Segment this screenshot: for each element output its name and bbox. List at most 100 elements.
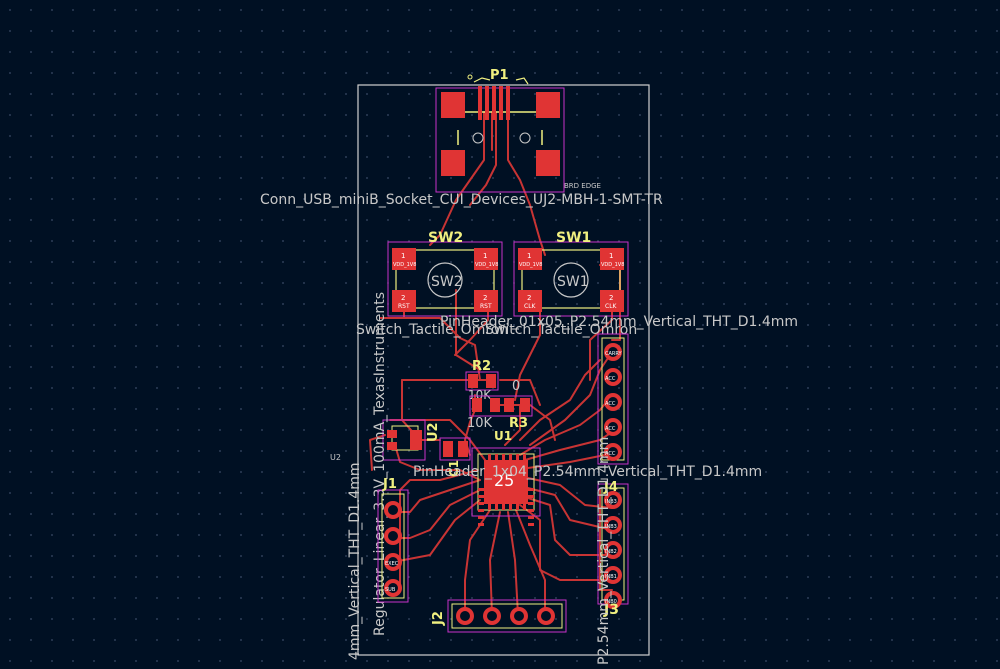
j4-pin-label-4: INB1 bbox=[605, 574, 617, 580]
sw1-pad1-label: VDD_1V8 bbox=[519, 262, 542, 268]
sw1-pad1-num: 1 bbox=[527, 252, 531, 260]
capacitor-c1[interactable]: C1 bbox=[439, 437, 471, 477]
j1-pin-label-3: EXEC bbox=[385, 561, 399, 567]
header-j2[interactable]: J2 bbox=[431, 599, 567, 633]
u1-pin-top-6 bbox=[523, 454, 526, 460]
u1-pin-bottom-1 bbox=[488, 504, 491, 510]
j1-drill-3 bbox=[388, 557, 398, 567]
j3-pin-label-3: ACC bbox=[605, 401, 616, 407]
j2-drill-2 bbox=[487, 611, 497, 621]
sw1-fab: SW1 bbox=[557, 274, 589, 290]
u1-pin-bottom-3 bbox=[502, 504, 505, 510]
j4-ref: J4 bbox=[603, 480, 618, 495]
j3-drill-5 bbox=[608, 447, 618, 457]
u1-pin-right-3 bbox=[528, 502, 534, 505]
sw2-pad3-num: 2 bbox=[401, 294, 405, 302]
board-edge-label: BRD EDGE bbox=[564, 182, 601, 190]
j4-drill-4 bbox=[608, 570, 618, 580]
sw2-pad2-label: VDD_1V8 bbox=[475, 262, 498, 268]
u1-pin-bottom-4 bbox=[509, 504, 512, 510]
u1-pin-left-4 bbox=[478, 509, 484, 512]
u1-fab: 25 bbox=[494, 471, 514, 490]
u1-pin-left-1 bbox=[478, 488, 484, 491]
sw1-pad3-label: CLK bbox=[524, 303, 537, 310]
p1-value: Conn_USB_miniB_Socket_CUI_Devices_UJ2-MB… bbox=[260, 192, 663, 208]
u1-pin-top-5 bbox=[516, 454, 519, 460]
u1-pin-left-3 bbox=[478, 502, 484, 505]
j2-drill-4 bbox=[541, 611, 551, 621]
j1-drill-4 bbox=[388, 583, 398, 593]
j2-ref: J2 bbox=[431, 611, 446, 626]
u1-pin-bottom-6 bbox=[523, 504, 526, 510]
sw1-ref: SW1 bbox=[556, 230, 591, 246]
j3-pin-label-5: ACC bbox=[605, 451, 616, 457]
j4-drill-2 bbox=[608, 520, 618, 530]
j3-drill-1 bbox=[608, 347, 618, 357]
sw2-fab: SW2 bbox=[431, 274, 463, 290]
usb-connector-p1[interactable]: P1 Conn_USB_miniB_Socket_CUI_Devices_UJ2… bbox=[260, 68, 663, 208]
j4-drill-5 bbox=[608, 595, 618, 605]
sw2-pad1-num: 1 bbox=[401, 252, 405, 260]
resistor-r3[interactable]: 10K R3 bbox=[467, 395, 533, 431]
j4-value: PinHeader_1x04_P2.54mm_Vertical_THT_D1.4… bbox=[413, 464, 762, 480]
u1-pin-right-2 bbox=[528, 495, 534, 498]
regulator-u2[interactable]: U2 U2 Regulator_Linear_3.3V_100mA_TexasI… bbox=[330, 292, 441, 636]
u1-pin-top-3 bbox=[502, 454, 505, 460]
u1-pin-top-2 bbox=[495, 454, 498, 460]
u1-pin-left-2 bbox=[478, 495, 484, 498]
c1-ref: C1 bbox=[447, 460, 461, 477]
j4-pin-label-2: INB3 bbox=[605, 524, 617, 530]
j1-ref: J1 bbox=[382, 477, 397, 492]
switch-sw2[interactable]: 1 VDD_1V8 1 VDD_1V8 2 RST 2 RST SW2 SW2 … bbox=[356, 230, 508, 338]
j1-drill-2 bbox=[388, 531, 398, 541]
u1-pin-top-1 bbox=[488, 454, 491, 460]
u1-pin-left-6 bbox=[478, 523, 484, 526]
j3-drill-4 bbox=[608, 422, 618, 432]
sw2-pad2-num: 1 bbox=[483, 252, 487, 260]
sw2-ref: SW2 bbox=[428, 230, 463, 246]
u1-ref: U1 bbox=[494, 429, 512, 443]
sw1-pad3-num: 2 bbox=[527, 294, 531, 302]
header05-value: PinHeader_01x05_P2.54mm_Vertical_THT_D1.… bbox=[440, 314, 798, 330]
j4-pin-label-5: INB0 bbox=[605, 599, 617, 605]
board-edge bbox=[357, 84, 650, 656]
r3-value: 10K bbox=[467, 416, 493, 431]
sw1-pad2-label: VDD_1V8 bbox=[601, 262, 624, 268]
u1-pin-left-5 bbox=[478, 516, 484, 519]
u2-ref: U2 bbox=[426, 422, 441, 442]
u1-pin-right-6 bbox=[528, 523, 534, 526]
j3-value: P2.54mm_Vertical_THT_D1.4mm bbox=[596, 437, 612, 665]
u1-pin-bottom-5 bbox=[516, 504, 519, 510]
sw2-pad4-label: RST bbox=[480, 303, 492, 310]
j4-pin-label-3: INB2 bbox=[605, 549, 617, 555]
sw2-value: Switch_Tactile_Omron bbox=[356, 322, 508, 338]
j1-pin-label-4: SUB bbox=[385, 587, 396, 593]
sw1-pad4-num: 2 bbox=[609, 294, 613, 302]
resistor-r2[interactable]: R2 10K bbox=[465, 359, 499, 402]
u1-pin-right-5 bbox=[528, 516, 534, 519]
u1-pin-bottom-2 bbox=[495, 504, 498, 510]
j3-pin-label-4: ACC bbox=[605, 426, 616, 432]
j3-drill-2 bbox=[608, 372, 618, 382]
header-j1[interactable]: EXEC SUB J1 4mm_Vertical_THT_D1.4mm bbox=[347, 462, 409, 660]
sw2-pad4-num: 2 bbox=[483, 294, 487, 302]
r3-ref: R3 bbox=[509, 416, 528, 431]
j4-drill-3 bbox=[608, 545, 618, 555]
u1-pin-right-4 bbox=[528, 509, 534, 512]
u2-value: Regulator_Linear_3.3V_100mA_TexasInstrum… bbox=[372, 292, 388, 636]
j2-drill-1 bbox=[460, 611, 470, 621]
p1-ref: P1 bbox=[490, 68, 509, 83]
sw2-pad3-label: RST bbox=[398, 303, 410, 310]
u2-fab-ref: U2 bbox=[330, 453, 341, 462]
j4-drill-1 bbox=[608, 495, 618, 505]
u1-pin-right-1 bbox=[528, 488, 534, 491]
j3-ref: J3 bbox=[603, 602, 619, 618]
j4-pin-label-1: INB3 bbox=[605, 499, 617, 505]
sw1-pad2-num: 1 bbox=[609, 252, 613, 260]
j1-value: 4mm_Vertical_THT_D1.4mm bbox=[347, 462, 363, 660]
mcu-u1[interactable]: 25 U1 bbox=[471, 429, 541, 526]
